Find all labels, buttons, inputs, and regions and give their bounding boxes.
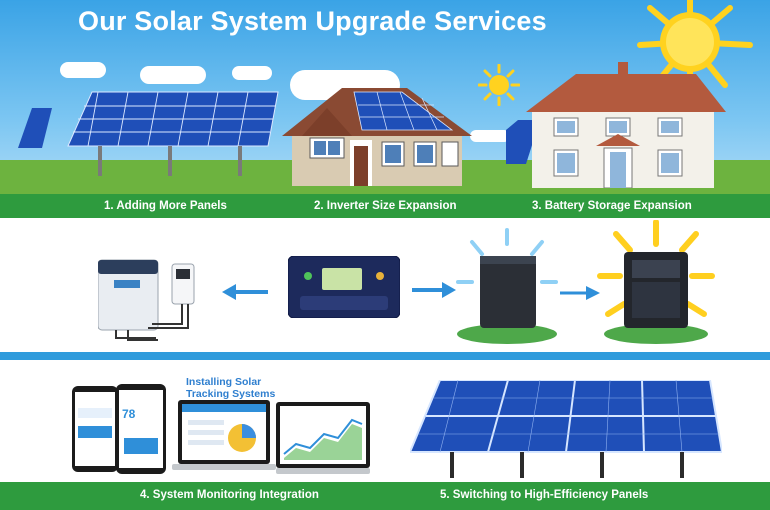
laptop-dashboard xyxy=(172,400,276,470)
caption-band xyxy=(0,482,770,510)
cloud xyxy=(232,66,272,80)
inverter-unit xyxy=(98,259,195,341)
arrow-right-icon xyxy=(412,282,456,298)
arrow-right-icon xyxy=(560,286,600,300)
sun-icon xyxy=(478,64,520,106)
phone-app xyxy=(72,386,118,472)
service-caption-1: 1. Adding More Panels xyxy=(104,200,227,212)
cloud xyxy=(60,62,106,78)
service-caption-2: 2. Inverter Size Expansion xyxy=(314,200,457,212)
monitor-chart xyxy=(276,402,370,474)
top-scene: 1. Adding More Panels 2. Inverter Size E… xyxy=(0,0,770,218)
solar-panel-array xyxy=(410,380,722,478)
cloud xyxy=(140,66,206,84)
section-divider xyxy=(0,352,770,360)
house-illustration xyxy=(282,88,472,186)
charge-controller xyxy=(288,256,400,318)
service-caption-4: 4. System Monitoring Integration xyxy=(140,489,319,501)
tracking-label: Installing Solar Tracking Systems xyxy=(186,376,276,400)
middle-scene xyxy=(0,218,770,356)
sun-icon xyxy=(637,0,753,103)
battery-unit xyxy=(456,228,558,344)
cloud xyxy=(470,130,510,142)
caption-band xyxy=(0,194,770,218)
solar-array xyxy=(18,91,279,176)
battery-unit-expanded xyxy=(597,220,715,344)
phone-metric: 78 xyxy=(122,407,136,421)
service-caption-5: 5. Switching to High-Efficiency Panels xyxy=(440,489,649,501)
house-illustration xyxy=(506,62,726,188)
service-caption-3: 3. Battery Storage Expansion xyxy=(532,200,692,212)
phone-app xyxy=(116,384,166,474)
arrow-left-icon xyxy=(222,284,268,300)
page-title: Our Solar System Upgrade Services xyxy=(78,6,547,36)
